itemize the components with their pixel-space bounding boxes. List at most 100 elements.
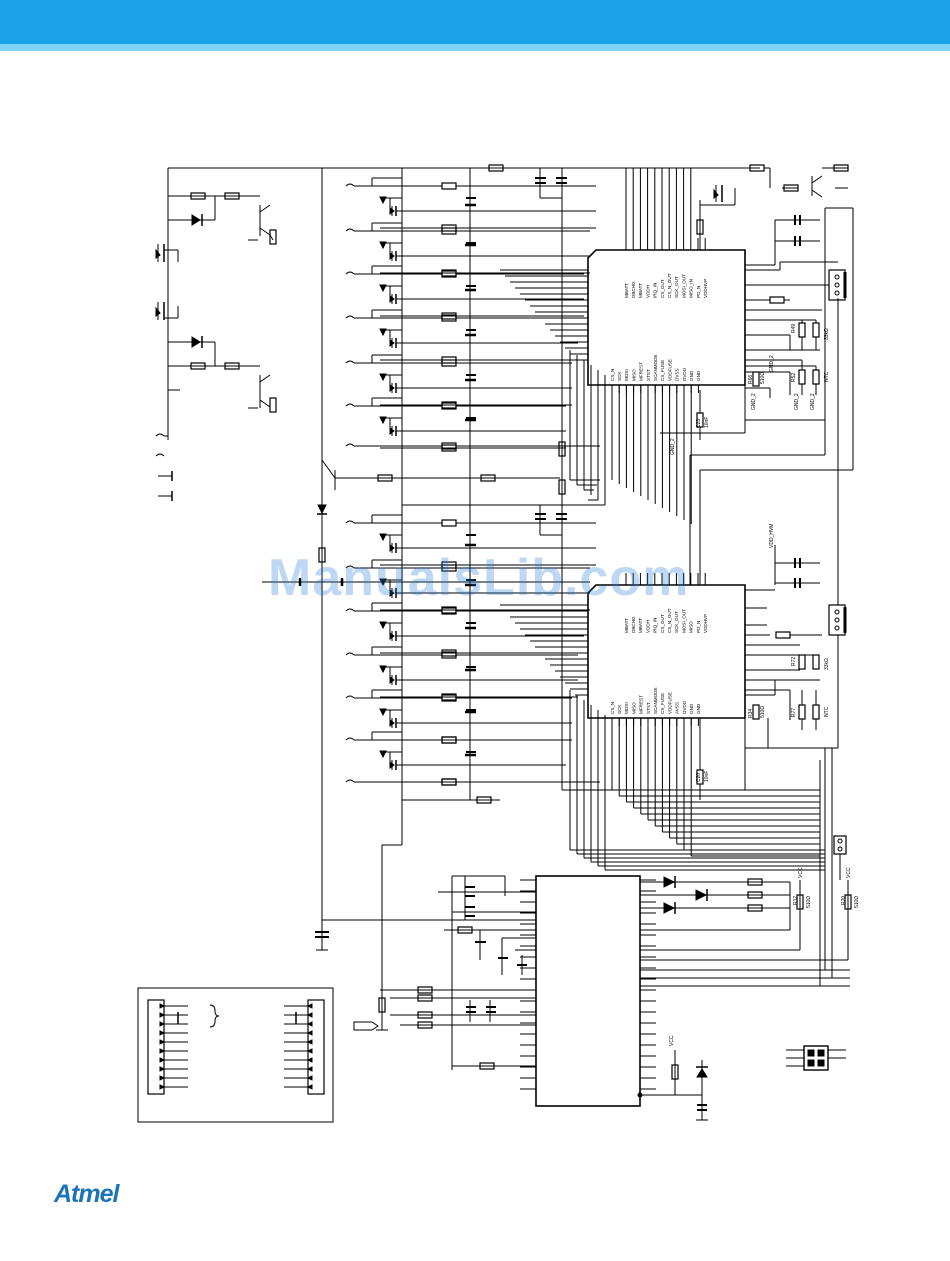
- label-r66-val: 510Ω: [760, 372, 766, 384]
- driver-row: [345, 689, 572, 744]
- driver-row: [345, 354, 572, 409]
- ic-pin-label: SCANMODE: [653, 354, 658, 381]
- ic-pin-label: MOSI_OUT: [681, 609, 686, 633]
- right-network: [562, 164, 854, 800]
- label-r17-val: 510Ω: [806, 896, 812, 908]
- connector-box: [137, 987, 334, 1123]
- driver-row: [345, 646, 578, 701]
- header-accent-strip: [0, 44, 950, 51]
- header-bar: [0, 0, 950, 44]
- ic-pin-label: MBATT: [624, 283, 629, 298]
- ic-interconnect: [377, 164, 590, 1030]
- ic-pin-label: MISO: [631, 369, 636, 381]
- ic-pin-label: CS_N_OUT: [667, 608, 672, 633]
- label-c20-val: 10nF: [704, 771, 710, 782]
- label-r34-val: 510Ω: [760, 706, 766, 718]
- ic-pin-label: MISO_IN: [689, 279, 694, 298]
- cell-driver-rows: [345, 177, 600, 786]
- ic-pin-label: PD_N: [696, 286, 701, 298]
- ic-pin-label: MBATT: [624, 618, 629, 633]
- ic-to-mcu-wires: [569, 350, 825, 871]
- ic-pin-label: CS_N_OUT: [667, 273, 672, 298]
- ic-pin-label: CS_N: [610, 702, 615, 714]
- label-vcc-a: VCC: [798, 867, 804, 878]
- driver-row: [345, 222, 590, 277]
- driver-row: [345, 514, 596, 569]
- ic-pin-label: GND: [689, 703, 694, 714]
- ic-pin-label: STST: [646, 369, 651, 381]
- ic-pin-label: MISO: [689, 621, 694, 633]
- label-r72: R72: [791, 657, 797, 666]
- ic-pin-label: MOSI: [624, 369, 629, 381]
- ic-pin-label: MBATT: [638, 283, 643, 298]
- label-r66: R66: [748, 375, 754, 384]
- ic-pin-label: MISO: [631, 702, 636, 714]
- label-c23-val: 10nF: [704, 417, 710, 428]
- label-vdd-hvm: VDD_HVM: [769, 524, 775, 548]
- ic-pin-label: SCK: [617, 704, 622, 714]
- ic-pin-label: DBCHG: [631, 281, 636, 298]
- ic-pin-label: VDDH: [645, 620, 650, 633]
- label-gnd2-b: GND_2: [751, 393, 757, 410]
- driver-row-end: [345, 778, 600, 786]
- watermark: ManualsLib.com: [268, 549, 690, 607]
- ic-pin-label: DBCHG: [631, 616, 636, 633]
- ic-pin-label: MOSI_OUT: [681, 274, 686, 298]
- label-gnd2-d: GND_2: [810, 393, 816, 410]
- component-labels: GND_2 GND_2 GND_2 GND_2 GND_2 R49 33kΩ R…: [669, 324, 860, 1046]
- ic-pin-label: DVSS: [675, 368, 680, 381]
- driver-row: [345, 559, 590, 614]
- atmel-logo[interactable]: Atmel: [54, 1180, 119, 1208]
- ic-pin-label: CS_FUSE: [660, 693, 665, 714]
- label-gnd2-e: GND_2: [670, 438, 676, 455]
- label-r17: R17: [793, 896, 799, 905]
- driver-row: [345, 265, 584, 320]
- ic-pin-label: CS_OUT: [660, 279, 665, 298]
- ic-pin-label: STST: [646, 702, 651, 714]
- label-c20: C20: [696, 773, 702, 782]
- ic-pin-label: SCK: [617, 371, 622, 381]
- ic-pin-label: VDDHVP: [703, 614, 708, 633]
- ic-pin-label: SCANMODE: [653, 687, 658, 714]
- ic-pin-label: MBATT: [638, 618, 643, 633]
- mcu-block: [322, 748, 852, 1121]
- driver-row: [345, 731, 566, 786]
- label-r77-val: NTC: [824, 706, 830, 717]
- label-gnd2-c: GND_2: [794, 393, 800, 410]
- middle-bus: [262, 168, 590, 951]
- label-gnd2-a: GND_2: [769, 355, 775, 372]
- label-r52: R52: [791, 373, 797, 382]
- label-vcc-c: VCC: [669, 1035, 675, 1046]
- ic-pin-label: IRQ_IN: [653, 618, 658, 633]
- ic-pin-label: VDDFUSE: [667, 692, 672, 714]
- header-2x3: [786, 1045, 846, 1071]
- label-r20: R20: [841, 896, 847, 905]
- label-r34: R34: [748, 709, 754, 718]
- ic-pin-label: MFREST: [639, 695, 644, 714]
- ic-pin-label: CS_OUT: [660, 614, 665, 633]
- label-r49: R49: [791, 324, 797, 333]
- ic-pin-label: DVDD: [682, 367, 687, 381]
- ic-pin-label: IRQ_IN: [653, 283, 658, 298]
- ic-pin-label: VDDH: [645, 285, 650, 298]
- ic-pin-label: MOSI: [624, 702, 629, 714]
- driver-row: [345, 397, 566, 452]
- ic-pin-label: MFREST: [639, 362, 644, 381]
- label-r52-val: NTC: [824, 371, 830, 382]
- ic-pin-label: PD_N: [696, 621, 701, 633]
- label-r77: R77: [791, 708, 797, 717]
- driver-row-end: [345, 442, 600, 450]
- driver-row: [345, 177, 596, 232]
- ic-pin-label: AVSS: [675, 702, 680, 714]
- label-r72-val: 33kΩ: [824, 658, 830, 670]
- ic-pin-label: DVDD: [682, 700, 687, 714]
- label-c23: C23: [696, 419, 702, 428]
- ic-pin-label: SCK_OUT: [674, 276, 679, 298]
- left-power-section: [155, 167, 590, 501]
- ic-pin-label: VDDHVP: [703, 279, 708, 298]
- ic-pin-label: CS_FUSE: [660, 360, 665, 381]
- label-vcc-b: VCC: [846, 867, 852, 878]
